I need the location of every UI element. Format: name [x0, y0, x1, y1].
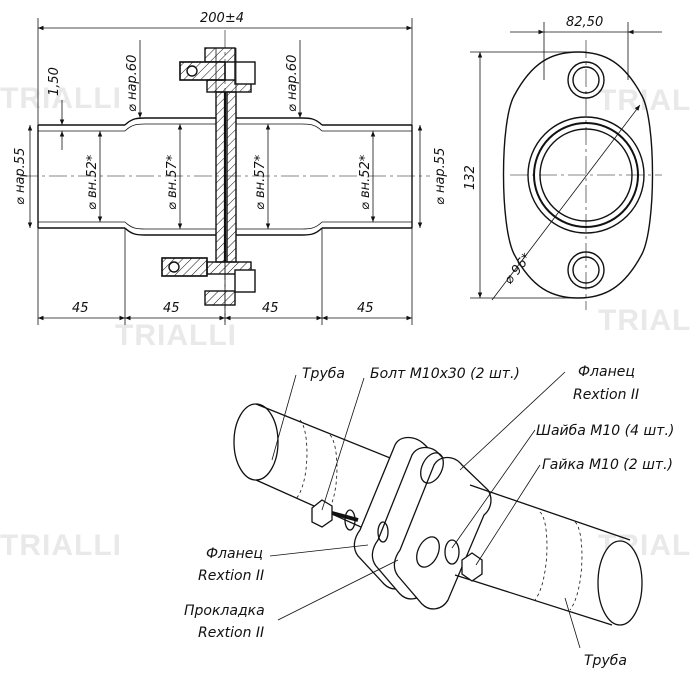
dim-seg3: 45 — [262, 301, 279, 316]
label-flange-left-1: Фланец — [206, 546, 263, 562]
dim-inner-center-left: ⌀ вн.57* — [165, 154, 180, 210]
label-pipe-top: Труба — [302, 366, 345, 382]
label-washer: Шайба М10 (4 шт.) — [536, 423, 674, 439]
dim-inner-right: ⌀ вн.52* — [358, 154, 373, 210]
label-gasket-1: Прокладка — [184, 603, 265, 619]
label-bolt: Болт М10х30 (2 шт.) — [370, 366, 520, 382]
label-flange-top-2: Rextion II — [573, 387, 639, 403]
side-section-view — [20, 30, 430, 322]
dim-seg1: 45 — [72, 301, 89, 316]
label-flange-left-2: Rextion II — [198, 568, 264, 584]
isometric-assembly — [233, 403, 643, 626]
dim-outer-left: ⌀ нар.55 — [13, 148, 28, 205]
dim-wall: 1,50 — [47, 67, 62, 96]
dim-outer-right: ⌀ нар.55 — [433, 148, 448, 205]
watermarks: TRIALLI TRIALLI TRIALLI TRIALLI TRIALLI … — [0, 82, 690, 562]
dim-seg2: 45 — [163, 301, 180, 316]
dim-bore: ⌀ 96* — [501, 250, 535, 287]
side-dimensions — [27, 18, 423, 325]
dim-flange-width: 82,50 — [566, 15, 603, 30]
dim-inner-left: ⌀ вн.52* — [85, 154, 100, 210]
dim-inner-center-right: ⌀ вн.57* — [253, 154, 268, 210]
flange-dimensions — [470, 22, 662, 301]
label-nut: Гайка М10 (2 шт.) — [542, 457, 673, 473]
svg-text:TRIALLI: TRIALLI — [0, 529, 122, 562]
dim-outer-top-left: ⌀ нар.60 — [125, 55, 140, 112]
side-dimension-texts: 200±4 45 45 45 45 ⌀ нар.55 ⌀ нар.55 ⌀ вн… — [13, 11, 448, 316]
label-flange-top-1: Фланец — [578, 364, 635, 380]
dim-outer-top-right: ⌀ нар.60 — [285, 55, 300, 112]
callout-leaders — [269, 371, 581, 649]
label-gasket-2: Rextion II — [198, 625, 264, 641]
dim-seg4: 45 — [357, 301, 374, 316]
svg-text:TRIALLI: TRIALLI — [0, 82, 122, 115]
dim-overall-length: 200±4 — [200, 11, 244, 26]
flange-front-view — [502, 40, 662, 310]
callout-labels: Труба Болт М10х30 (2 шт.) Фланец Rextion… — [184, 364, 674, 669]
dim-flange-height: 132 — [463, 165, 478, 190]
svg-text:TRIALLI: TRIALLI — [115, 319, 237, 352]
label-pipe-bottom: Труба — [584, 653, 627, 669]
svg-text:TRIALLI: TRIALLI — [598, 304, 690, 337]
